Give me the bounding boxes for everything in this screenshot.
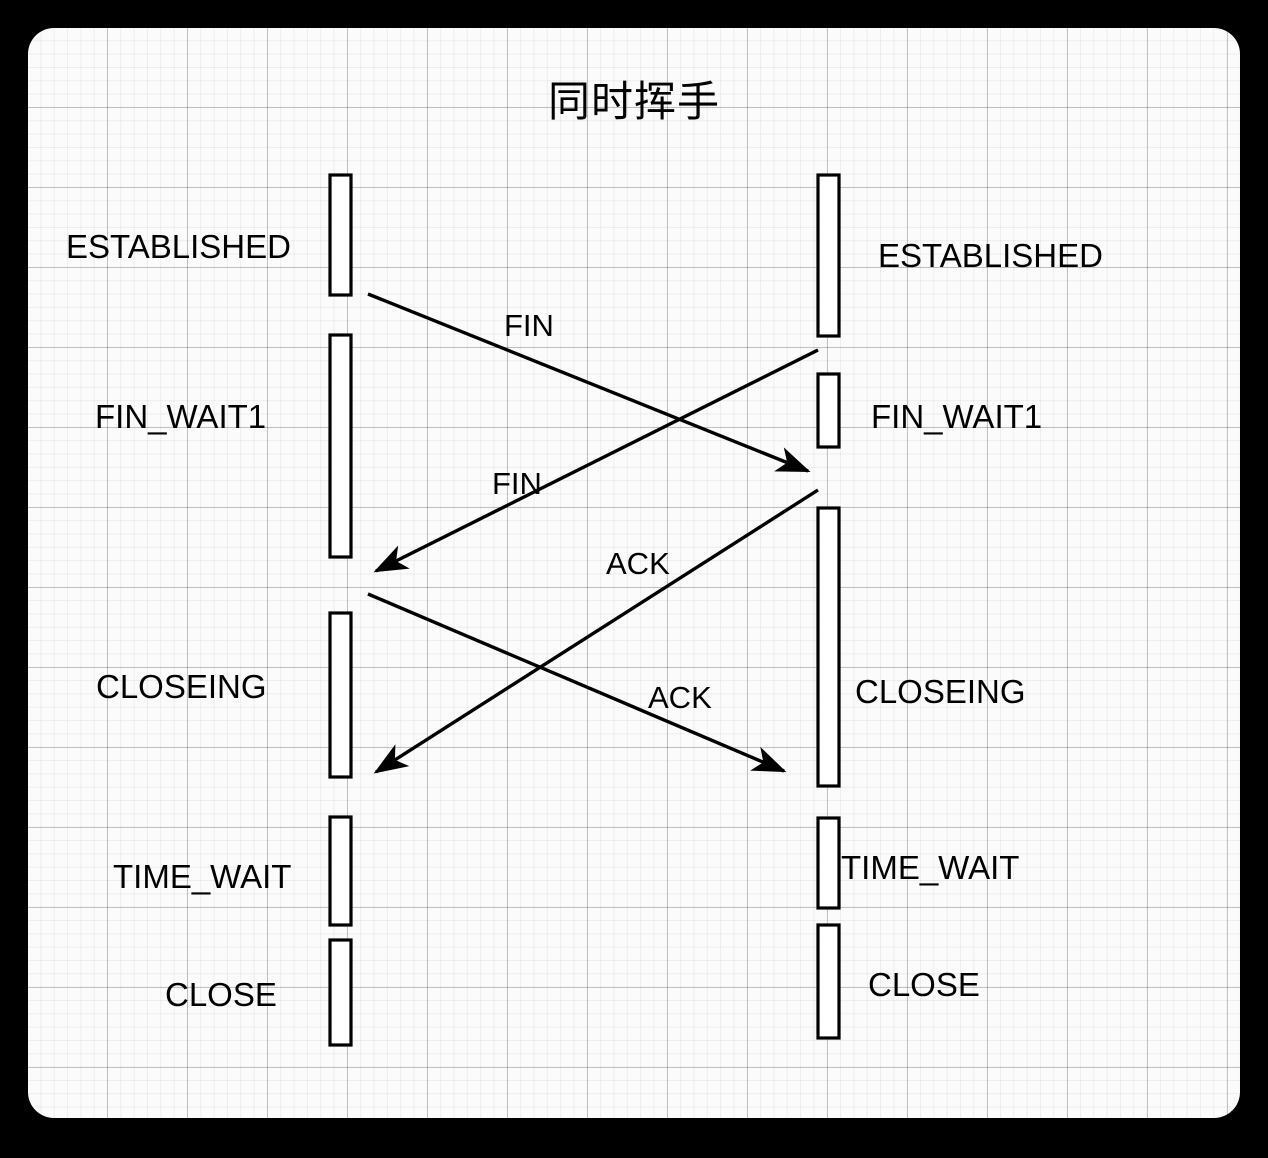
diagram-title: 同时挥手 xyxy=(547,78,720,125)
state-label-server-fin-wait1: FIN_WAIT1 xyxy=(871,398,1043,435)
message-label-fin-1: FIN xyxy=(504,308,554,343)
message-label-fin-2: FIN xyxy=(492,466,542,501)
state-label-server-closeing: CLOSEING xyxy=(855,673,1026,710)
message-label-ack-2: ACK xyxy=(648,680,712,715)
state-label-client-established: ESTABLISHED xyxy=(66,228,291,265)
state-label-server-established: ESTABLISHED xyxy=(878,237,1103,274)
state-label-client-close: CLOSE xyxy=(165,976,277,1013)
state-label-client-fin-wait1: FIN_WAIT1 xyxy=(95,398,267,435)
state-label-client-time-wait: TIME_WAIT xyxy=(113,858,292,895)
state-label-client-closeing: CLOSEING xyxy=(96,668,267,705)
message-label-ack-1: ACK xyxy=(606,546,670,581)
state-label-server-time-wait: TIME_WAIT xyxy=(841,849,1020,886)
state-label-server-close: CLOSE xyxy=(868,966,980,1003)
